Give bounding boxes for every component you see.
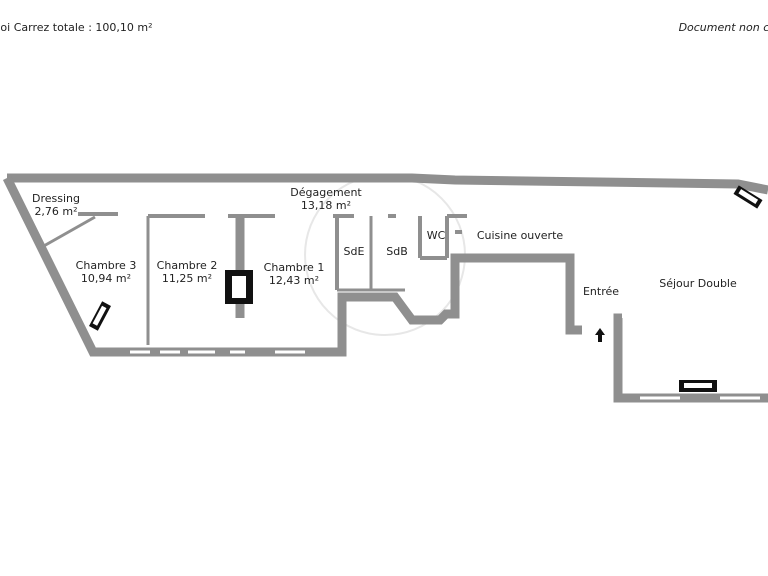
room-sejour: Séjour Double bbox=[659, 277, 737, 290]
room-chambre-2: Chambre 2 11,25 m² bbox=[157, 259, 218, 285]
room-name: WC bbox=[426, 229, 446, 242]
room-area: 13,18 m² bbox=[300, 199, 352, 212]
room-name: SdE bbox=[343, 245, 365, 258]
room-entree: Entrée bbox=[583, 285, 619, 298]
room-name: Chambre 1 bbox=[263, 261, 325, 274]
room-area: 11,25 m² bbox=[161, 272, 213, 285]
room-wc: WC bbox=[427, 229, 446, 242]
room-name: Entrée bbox=[582, 285, 620, 298]
room-name: Chambre 2 bbox=[156, 259, 218, 272]
room-degagement: Dégagement 13,18 m² bbox=[290, 186, 361, 212]
radiators bbox=[89, 185, 763, 392]
room-name: Cuisine ouverte bbox=[476, 229, 564, 242]
room-sdb: SdB bbox=[386, 245, 408, 258]
room-name: Chambre 3 bbox=[75, 259, 137, 272]
room-name: Séjour Double bbox=[659, 277, 737, 290]
room-chambre-1: Chambre 1 12,43 m² bbox=[264, 261, 325, 287]
room-dressing: Dressing 2,76 m² bbox=[32, 192, 80, 218]
room-sde: SdE bbox=[344, 245, 365, 258]
room-area: 2,76 m² bbox=[34, 205, 78, 218]
disclaimer-text: Document non co bbox=[678, 21, 768, 34]
room-chambre-3: Chambre 3 10,94 m² bbox=[76, 259, 137, 285]
room-name: SdB bbox=[386, 245, 408, 258]
total-surface-text: cie loi Carrez totale : 100,10 m² bbox=[0, 21, 153, 34]
entrance-arrow-icon bbox=[595, 328, 605, 342]
room-area: 10,94 m² bbox=[80, 272, 132, 285]
outer-walls bbox=[2, 173, 768, 403]
room-area: 12,43 m² bbox=[268, 274, 320, 287]
room-cuisine: Cuisine ouverte bbox=[477, 229, 563, 242]
room-name: Dressing bbox=[32, 192, 80, 205]
room-name: Dégagement bbox=[290, 186, 362, 199]
windows bbox=[130, 350, 760, 400]
